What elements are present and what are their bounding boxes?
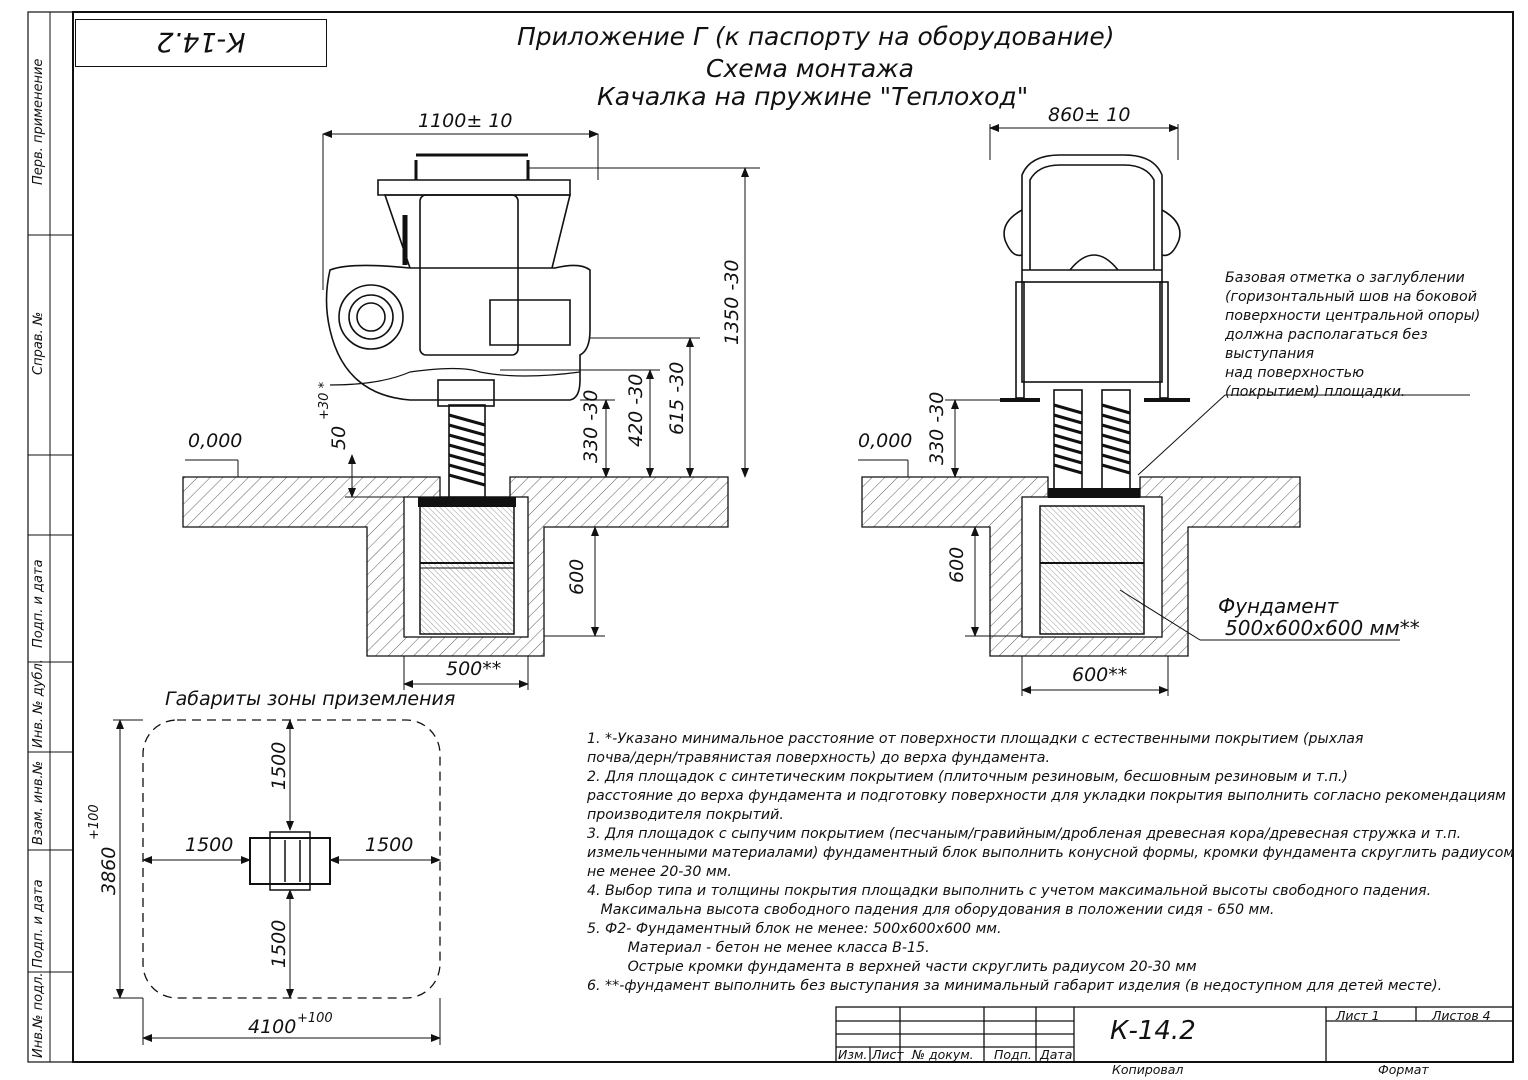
right-height-330: 330 -30 <box>926 391 948 465</box>
note-line-4: расстояние до верха фундамента и подгото… <box>587 788 1506 804</box>
tb-col-date: Дата <box>1040 1047 1073 1062</box>
tb-copied: Копировал <box>1112 1062 1184 1077</box>
side-label-5: Взам. инв.№ <box>31 760 46 845</box>
right-dimensions <box>858 124 1179 696</box>
tb-sheets: Листов 4 <box>1432 1008 1491 1023</box>
note-line-5: производителя покрытий. <box>587 807 784 823</box>
side-label-6: Подп. и дата <box>31 879 46 968</box>
zone-top-dim: 1500 <box>268 741 290 790</box>
title-block-code: К-14.2 <box>1110 1016 1196 1046</box>
foundation-label-2: 500x600x600 мм** <box>1225 616 1420 640</box>
callout-line-6: над поверхностью <box>1225 365 1365 381</box>
left-depth-dim: 600 <box>566 558 588 595</box>
side-label-4: Инв. № дубл. <box>31 659 46 748</box>
left-width-dim: 1100± 10 <box>418 110 513 132</box>
note-line-9: 4. Выбор типа и толщины покрытия площадк… <box>587 883 1432 899</box>
title-block-frame <box>835 1006 1514 1063</box>
left-height-1350: 1350 -30 <box>721 259 743 345</box>
zone-left-dim: 1500 <box>185 834 234 856</box>
left-base-dim: 500** <box>446 658 502 680</box>
zone-height-sup: +100 <box>87 804 102 840</box>
zone-width-sup: +100 <box>297 1011 333 1026</box>
note-line-14: 6. **-фундамент выполнить без выступания… <box>587 978 1443 994</box>
side-label-1: Перв. применение <box>31 58 46 185</box>
callout-line-7: (покрытием) площадки. <box>1225 384 1406 400</box>
note-line-12: Материал - бетон не менее класса В-15. <box>587 940 930 956</box>
note-line-11: 5. Ф2- Фундаментный блок не менее: 500x6… <box>587 921 1002 937</box>
right-rocker-body <box>1000 154 1470 641</box>
left-dimensions <box>185 130 760 690</box>
note-line-10: Максимальна высота свободного падения дл… <box>587 902 1275 918</box>
top-stamp: К-14.2 <box>75 19 327 67</box>
right-level: 0,000 <box>858 430 913 452</box>
callout-line-3: поверхности центральной опоры) <box>1225 308 1481 324</box>
zone-width-dim: 4100 <box>248 1016 297 1038</box>
right-base-dim: 600** <box>1072 664 1128 686</box>
side-label-2: Справ. № <box>31 311 46 375</box>
callout-line-5: выступания <box>1225 346 1315 362</box>
title-line-2: Схема монтажа <box>706 54 914 83</box>
sheet-frame <box>27 11 1514 1063</box>
callout-line-1: Базовая отметка о заглублении <box>1225 270 1465 286</box>
side-label-3: Подп. и дата <box>31 559 46 648</box>
note-line-8: не менее 20-30 мм. <box>587 864 732 880</box>
right-width-dim: 860± 10 <box>1048 104 1131 126</box>
tb-col-izm: Изм. <box>838 1047 868 1062</box>
left-clearance-sup: +30 * <box>317 381 332 420</box>
right-depth-dim: 600 <box>946 546 968 583</box>
landing-zone-plan <box>113 719 441 1045</box>
left-ground-section <box>182 476 729 657</box>
top-stamp-code: К-14.2 <box>156 26 246 57</box>
right-ground-section <box>861 476 1301 657</box>
side-label-7: Инв.№ подл. <box>31 972 46 1058</box>
left-clearance-dim: 50 <box>328 425 350 450</box>
zone-title: Габариты зоны приземления <box>165 688 456 710</box>
tb-format: Формат <box>1378 1062 1429 1077</box>
title-line-3: Качалка на пружине "Теплоход" <box>597 82 1029 111</box>
title-line-1: Приложение Г (к паспорту на оборудование… <box>517 22 1115 51</box>
note-line-13: Острые кромки фундамента в верхней части… <box>587 959 1197 975</box>
left-height-420: 420 -30 <box>625 373 647 447</box>
zone-bottom-dim: 1500 <box>268 919 290 968</box>
tb-col-sign: Подп. <box>994 1047 1032 1062</box>
note-line-6: 3. Для площадок с сыпучим покрытием (пес… <box>587 826 1462 842</box>
left-height-615: 615 -30 <box>666 361 688 435</box>
note-line-1: 1. *-Указано минимальное расстояние от п… <box>587 731 1364 747</box>
callout-line-2: (горизонтальный шов на боковой <box>1225 289 1477 305</box>
left-level: 0,000 <box>188 430 243 452</box>
foundation-label-1: Фундамент <box>1218 594 1339 618</box>
note-line-2: почва/дерн/травянистая поверхность) до в… <box>587 750 1050 766</box>
zone-height-dim: 3860 <box>98 846 120 895</box>
left-rocker-body <box>325 153 591 498</box>
note-line-3: 2. Для площадок с синтетическим покрытие… <box>587 769 1348 785</box>
callout-line-4: должна располагаться без <box>1225 327 1428 343</box>
tb-col-doc: № докум. <box>912 1047 974 1062</box>
tb-sheet: Лист 1 <box>1336 1008 1380 1023</box>
note-line-7: измельченными материалами) фундаментный … <box>587 845 1515 861</box>
tb-col-list: Лист <box>872 1047 904 1062</box>
left-height-330: 330 -30 <box>580 389 602 463</box>
zone-right-dim: 1500 <box>365 834 414 856</box>
